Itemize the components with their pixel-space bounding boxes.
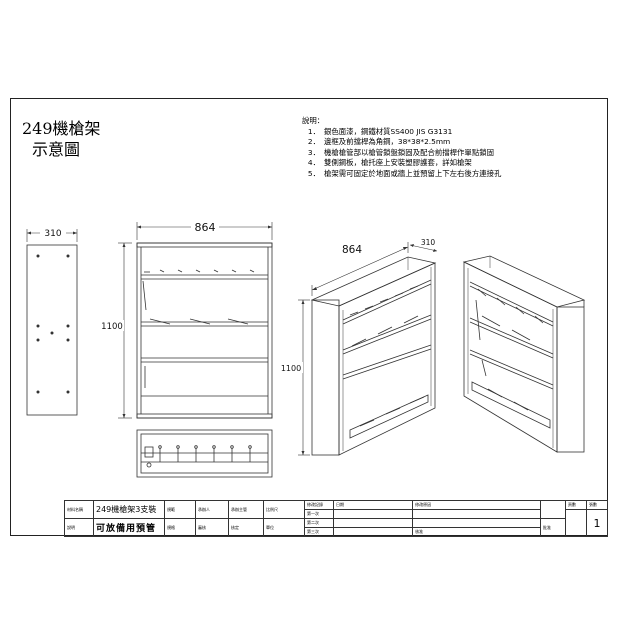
remark-value: 可放備用預管	[93, 518, 165, 537]
note-item: 5．槍架需可固定於地面或牆上並預留上下左右後方連接孔	[307, 168, 502, 178]
title-line-2: 示意圖	[32, 140, 81, 159]
title-line-1: 249機槍架	[22, 119, 101, 138]
iso-view-front: 864 310 1100	[280, 238, 438, 456]
cell-spec: 規範	[164, 500, 196, 519]
front-view: 864 1100	[100, 221, 273, 419]
rev-label: 修改記錄	[304, 500, 334, 510]
cell-approve: 核定	[228, 518, 264, 537]
cell-contractor: 承辦人	[195, 500, 229, 519]
drawing-title: 249機槍架 示意圖	[22, 118, 101, 160]
notes-header: 說明：	[302, 116, 325, 125]
side-view: 310	[26, 228, 78, 416]
sheets-label: 張數	[586, 500, 608, 510]
rev-third: 第三次	[304, 527, 334, 537]
cell-unit: 單位	[263, 518, 305, 537]
rev-reason-label: 修改原因	[412, 500, 541, 510]
material-name-label: 材料名稱	[64, 500, 94, 519]
sheet-number: 1	[586, 509, 608, 537]
notes-block: 說明： 1．銀色面漆，鋼鐵材質SS400 JIS G3131 2．邊框及前擋桿為…	[302, 116, 501, 180]
cell-chief: 承辦主管	[228, 500, 264, 519]
cell-permit: 核准	[412, 527, 541, 537]
front-height-label: 1100	[101, 322, 123, 332]
material-name-value: 249機槍架3支裝	[93, 500, 165, 519]
iso-height-label: 1100	[281, 364, 301, 373]
rev-second: 第二次	[304, 518, 334, 528]
note-item: 3．機槍槍管部以槍管鎖盤鎖固及配合前擋桿作單點鎖固	[307, 147, 494, 157]
side-width-label: 310	[44, 229, 61, 239]
cell-review: 審核	[195, 518, 229, 537]
iso-depth-label: 310	[421, 238, 436, 247]
note-item: 4．雙側鋼板，槍托座上安裝塑膠護套，詳如槍架	[307, 158, 472, 168]
rev-date-label: 日期	[332, 500, 414, 510]
cell-blank	[540, 500, 566, 519]
note-item: 2．邊框及前擋桿為角鋼，38*38*2.5mm	[307, 137, 451, 147]
front-width-label: 864	[195, 221, 216, 234]
title-block-table: 材料名稱 249機槍架3支裝 規範 承辦人 承辦主管 比例尺 修改記錄 日期 修…	[64, 500, 608, 537]
note-item: 1．銀色面漆，鋼鐵材質SS400 JIS G3131	[307, 126, 453, 136]
iso-view-rear	[462, 255, 586, 453]
cell-size: 規格	[164, 518, 196, 537]
remark-label: 說明	[64, 518, 94, 537]
pages-label: 頁數	[565, 500, 587, 510]
cell-scale: 比例尺	[263, 500, 305, 519]
top-view	[136, 429, 273, 478]
cell-authorize: 批准	[540, 518, 566, 537]
iso-width-label: 864	[342, 244, 362, 256]
rev-first: 第一次	[304, 509, 334, 519]
